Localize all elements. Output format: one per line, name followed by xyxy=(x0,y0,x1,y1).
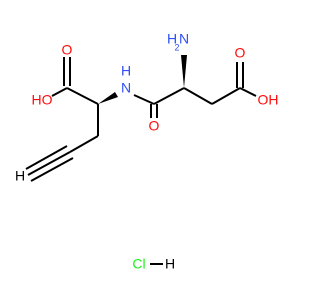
bond-triple-b xyxy=(25,145,68,170)
bond-c1-oh xyxy=(51,87,68,97)
bond-c2-oh xyxy=(239,87,257,97)
bond-triple-a xyxy=(27,151,71,176)
bond-calpha2-ch2 xyxy=(183,87,213,105)
atom-n-amide: N xyxy=(121,80,131,96)
atom-o-amide: O xyxy=(149,118,160,134)
atom-o-acid1-top: O xyxy=(62,42,73,58)
atom-h-nh2: H xyxy=(167,31,177,47)
bond-ccarbonyl-calpha2 xyxy=(153,87,185,105)
atom-oh-acid2: OH xyxy=(258,92,279,108)
atom-o-acid2-top: O xyxy=(235,45,246,61)
bond-triple-c xyxy=(30,157,74,182)
atom-oh-acid1: HO xyxy=(32,92,53,108)
atom-h-alkyne: H xyxy=(15,168,25,184)
bond-ch2-c2 xyxy=(211,87,241,105)
atom-cl: Cl xyxy=(132,256,145,272)
bond-ch2-csp xyxy=(69,135,99,153)
molecule-structure: O HO N H H N 2 O OH O H Cl H xyxy=(15,31,279,272)
atom-nh2-subscript: 2 xyxy=(174,42,179,52)
wedge-calpha2-nh2 xyxy=(181,55,187,88)
bond-c1-calpha1 xyxy=(66,87,99,105)
bond-n-ccarbonyl xyxy=(133,94,155,105)
atom-n-nh2: N xyxy=(179,31,189,47)
atom-layer: O HO N H H N 2 O OH O H Cl H xyxy=(15,31,279,272)
bond-layer xyxy=(25,55,257,265)
atom-h-hcl: H xyxy=(165,256,175,272)
atom-h-amide: H xyxy=(121,63,131,79)
wedge-calpha1-n xyxy=(98,92,118,104)
